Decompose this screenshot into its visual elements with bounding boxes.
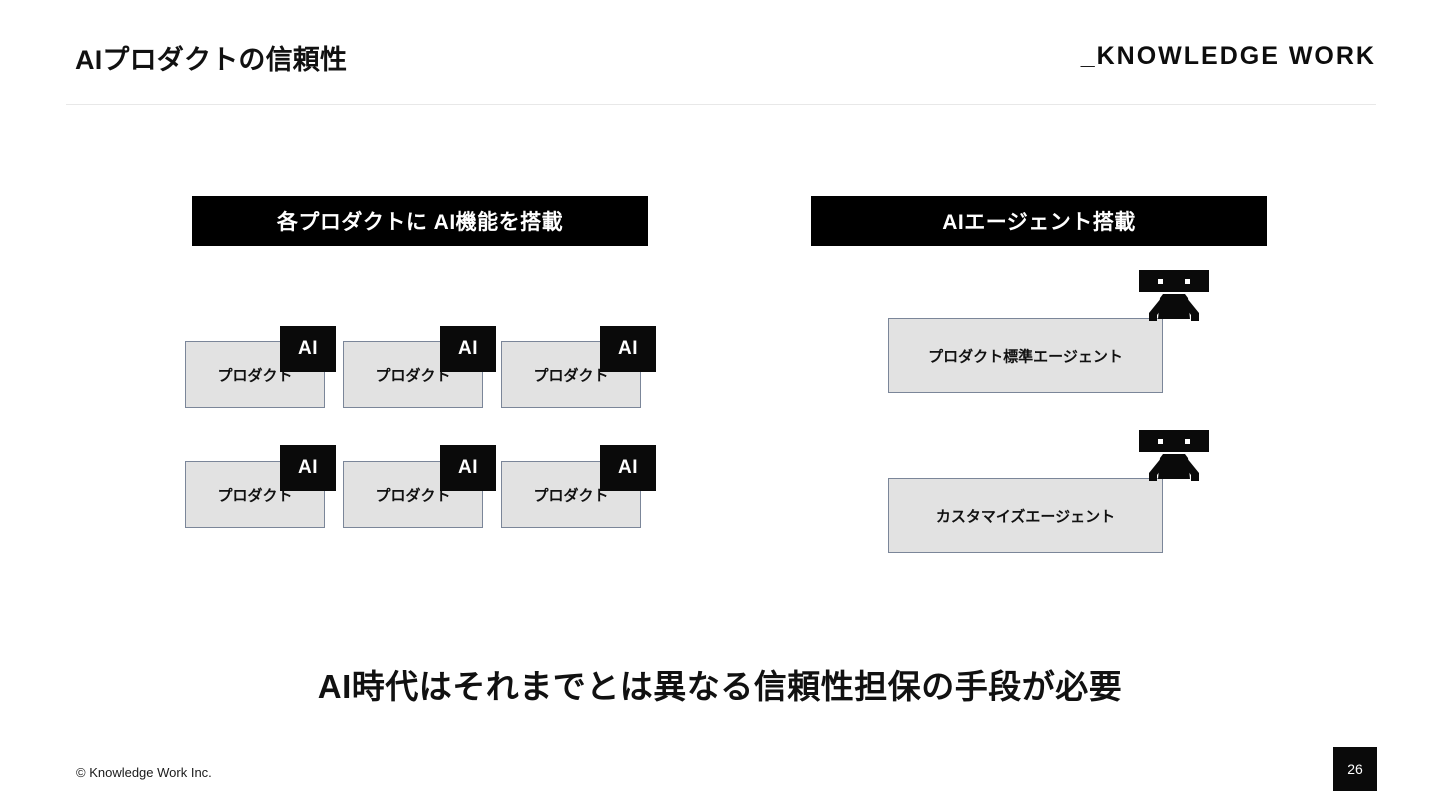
tagline: AI時代はそれまでとは異なる信頼性担保の手段が必要 [317,668,1123,705]
ai-badge: AI [440,326,496,372]
agent-box-label: カスタマイズエージェント [935,508,1116,525]
product-box-label: プロダクト [217,487,293,504]
brand-logo: _KNOWLEDGE WORK [1080,42,1376,70]
agent-box-label: プロダクト標準エージェント [928,348,1123,365]
product-box: プロダクト [501,341,641,408]
ai-badge: AI [600,445,656,491]
ai-badge-label: AI [298,457,318,478]
section-header-left: 各プロダクトに AI機能を搭載 [192,196,648,246]
section-header-right-label: AIエージェント搭載 [942,211,1136,234]
ai-badge-label: AI [618,457,638,478]
robot-icon [1138,429,1210,487]
product-box-label: プロダクト [217,367,293,384]
page-title: AIプロダクトの信頼性 [75,45,348,75]
product-box-label: プロダクト [533,487,609,504]
ai-badge: AI [440,445,496,491]
page-number-badge: 26 [1333,747,1377,791]
header-divider [66,104,1376,105]
product-box-label: プロダクト [375,487,451,504]
robot-icon [1138,269,1210,327]
ai-badge: AI [280,326,336,372]
page-number-label: 26 [1347,761,1363,777]
section-header-left-label: 各プロダクトに AI機能を搭載 [276,211,564,234]
agent-box: プロダクト標準エージェント [888,318,1163,393]
ai-badge-label: AI [458,338,478,359]
product-box-label: プロダクト [375,367,451,384]
ai-badge-label: AI [618,338,638,359]
agent-box: カスタマイズエージェント [888,478,1163,553]
product-box-label: プロダクト [533,367,609,384]
ai-badge-label: AI [298,338,318,359]
section-header-right: AIエージェント搭載 [811,196,1267,246]
footer-copyright: © Knowledge Work Inc. [76,765,212,780]
ai-badge: AI [280,445,336,491]
ai-badge: AI [600,326,656,372]
ai-badge-label: AI [458,457,478,478]
